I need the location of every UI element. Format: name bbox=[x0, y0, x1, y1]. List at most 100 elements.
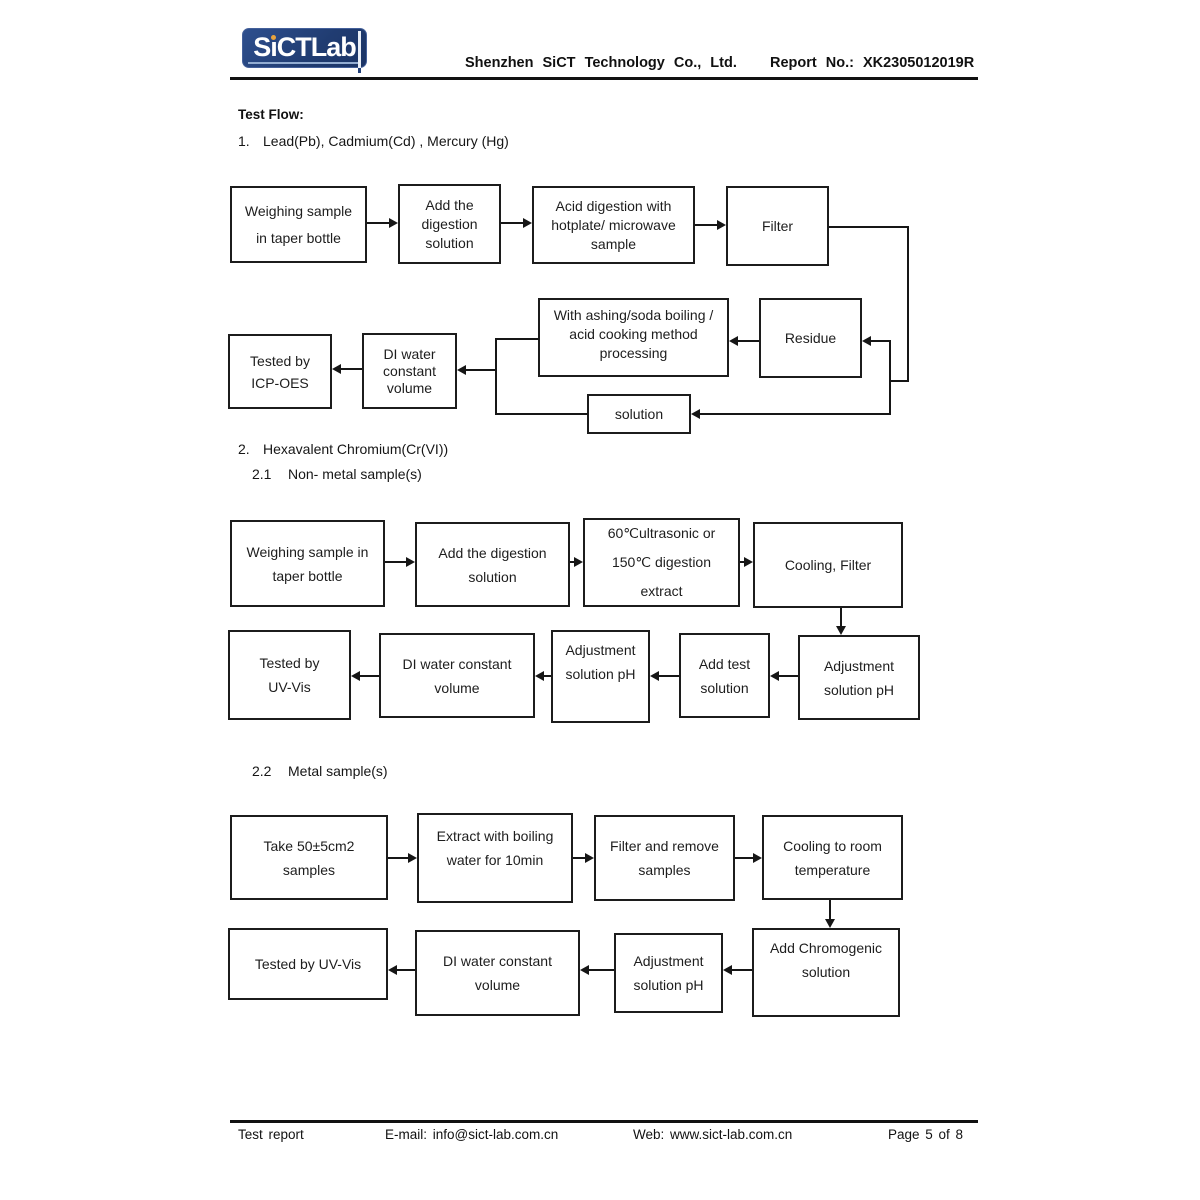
flow-box-cooling-to-room: Cooling to room temperature bbox=[762, 815, 903, 900]
list-item-1-number: 1. bbox=[238, 133, 250, 149]
flow-box-take-samples: Take 50±5cm2 samples bbox=[230, 815, 388, 900]
logo-text-part2: CTLab bbox=[276, 32, 357, 62]
sictlab-logo: SıCTLab bbox=[242, 28, 367, 68]
flow-line bbox=[573, 857, 586, 859]
list-item-2-text: Hexavalent Chromium(Cr(VI)) bbox=[263, 441, 449, 457]
flow-line bbox=[495, 338, 497, 415]
flow-box-filter-and-remove: Filter and remove samples bbox=[594, 815, 735, 901]
flow-line bbox=[543, 675, 551, 677]
flow-box-solution: solution bbox=[587, 394, 691, 434]
flow-line bbox=[695, 224, 718, 226]
footer-web: Web: www.sict-lab.com.cn bbox=[633, 1127, 793, 1142]
flow-box-weighing-sample-2: Weighing sample in taper bottle bbox=[230, 520, 385, 607]
flow-arrowhead-l bbox=[457, 365, 466, 375]
footer-test-report: Test report bbox=[238, 1127, 304, 1142]
flow-line bbox=[367, 222, 390, 224]
flow-box-adjustment-ph-mid: Adjustment solution pH bbox=[551, 630, 650, 723]
list-item-2-1-number: 2.1 bbox=[252, 466, 272, 482]
flow-line bbox=[497, 413, 588, 415]
flow-arrowhead-l bbox=[650, 671, 659, 681]
flow-box-adjustment-ph-right: Adjustment solution pH bbox=[798, 635, 920, 720]
flow-arrowhead-d bbox=[836, 626, 846, 635]
list-item-1-text: Lead(Pb), Cadmium(Cd) , Mercury (Hg) bbox=[263, 133, 509, 149]
flow-arrowhead-r bbox=[406, 557, 415, 567]
flow-line bbox=[740, 561, 745, 563]
flow-arrowhead-l bbox=[351, 671, 360, 681]
flow-box-add-digestion-solution: Add the digestion solution bbox=[398, 184, 501, 264]
flow-line bbox=[497, 338, 539, 340]
logo-underline bbox=[248, 62, 360, 64]
flow-line bbox=[731, 969, 752, 971]
flow-line bbox=[658, 675, 679, 677]
flow-arrowhead-l bbox=[691, 409, 700, 419]
flow-line bbox=[385, 561, 407, 563]
flow-box-residue: Residue bbox=[759, 298, 862, 378]
flow-arrowhead-l bbox=[388, 965, 397, 975]
flow-line bbox=[396, 969, 415, 971]
flow-line bbox=[465, 369, 496, 371]
header-rule bbox=[230, 77, 978, 80]
flow-line bbox=[737, 340, 759, 342]
flow-box-filter: Filter bbox=[726, 186, 829, 266]
flow-arrowhead-l bbox=[862, 336, 871, 346]
flow-box-di-water-constant-volume-2: DI water constant volume bbox=[379, 633, 535, 718]
list-item-2-number: 2. bbox=[238, 441, 250, 457]
flow-line bbox=[359, 675, 379, 677]
section-title-test-flow: Test Flow: bbox=[238, 107, 304, 122]
footer-rule bbox=[230, 1120, 978, 1123]
flow-box-tested-by-icp-oes: Tested by ICP-OES bbox=[228, 334, 332, 409]
list-item-2-2-text: Metal sample(s) bbox=[288, 763, 388, 779]
footer-email: E-mail: info@sict-lab.com.cn bbox=[385, 1127, 559, 1142]
logo-text-part1: S bbox=[253, 32, 271, 62]
flow-box-add-digestion-solution-2: Add the digestion solution bbox=[415, 522, 570, 607]
logo-vertical-line bbox=[358, 31, 361, 68]
flow-box-di-water-constant-volume: DI water constant volume bbox=[362, 333, 457, 409]
flow-box-tested-by-uv-vis-2: Tested by UV-Vis bbox=[228, 928, 388, 1000]
flow-arrowhead-r bbox=[389, 218, 398, 228]
flow-box-add-chromogenic: Add Chromogenic solution bbox=[752, 928, 900, 1017]
flow-box-di-water-constant-volume-3: DI water constant volume bbox=[415, 930, 580, 1016]
flow-arrowhead-r bbox=[717, 220, 726, 230]
flow-arrowhead-l bbox=[332, 364, 341, 374]
flow-box-ultrasonic-digestion: 60℃ultrasonic or 150℃ digestion extract bbox=[583, 518, 740, 607]
flow-arrowhead-l bbox=[770, 671, 779, 681]
flow-arrowhead-l bbox=[729, 336, 738, 346]
flow-line bbox=[501, 222, 524, 224]
flow-line bbox=[829, 226, 909, 228]
flow-line bbox=[570, 561, 575, 563]
flow-line bbox=[870, 340, 891, 342]
flow-box-adjustment-ph-2: Adjustment solution pH bbox=[614, 933, 723, 1013]
company-name: Shenzhen SiCT Technology Co., Ltd. bbox=[465, 55, 737, 71]
flow-box-add-test-solution: Add test solution bbox=[679, 633, 770, 718]
flow-arrowhead-l bbox=[580, 965, 589, 975]
flow-line bbox=[778, 675, 798, 677]
flow-arrowhead-l bbox=[723, 965, 732, 975]
flow-arrowhead-d bbox=[825, 919, 835, 928]
logo-vertical-line-tail bbox=[358, 68, 361, 73]
list-item-2-2-number: 2.2 bbox=[252, 763, 272, 779]
flow-arrowhead-r bbox=[574, 557, 583, 567]
flow-line bbox=[735, 857, 754, 859]
flow-arrowhead-r bbox=[753, 853, 762, 863]
report-number: Report No.: XK2305012019R bbox=[770, 55, 975, 71]
flow-box-ashing-processing: With ashing/soda boiling / acid cooking … bbox=[538, 298, 729, 377]
flow-arrowhead-r bbox=[408, 853, 417, 863]
flow-line bbox=[907, 226, 909, 382]
flow-line bbox=[829, 900, 831, 920]
flow-arrowhead-r bbox=[744, 557, 753, 567]
flow-line bbox=[588, 969, 614, 971]
flow-line bbox=[889, 341, 891, 415]
flow-arrowhead-r bbox=[585, 853, 594, 863]
logo-letter-i: ı bbox=[270, 29, 277, 65]
flow-box-weighing-sample: Weighing sample in taper bottle bbox=[230, 186, 367, 263]
footer-page-number: Page 5 of 8 bbox=[888, 1127, 964, 1142]
flow-line bbox=[891, 380, 909, 382]
flow-box-extract-boiling-water: Extract with boiling water for 10min bbox=[417, 813, 573, 903]
flow-box-tested-by-uv-vis: Tested by UV-Vis bbox=[228, 630, 351, 720]
flow-box-cooling-filter: Cooling, Filter bbox=[753, 522, 903, 608]
flow-line bbox=[699, 413, 889, 415]
flow-line bbox=[388, 857, 409, 859]
flow-line bbox=[340, 368, 362, 370]
flow-arrowhead-r bbox=[523, 218, 532, 228]
